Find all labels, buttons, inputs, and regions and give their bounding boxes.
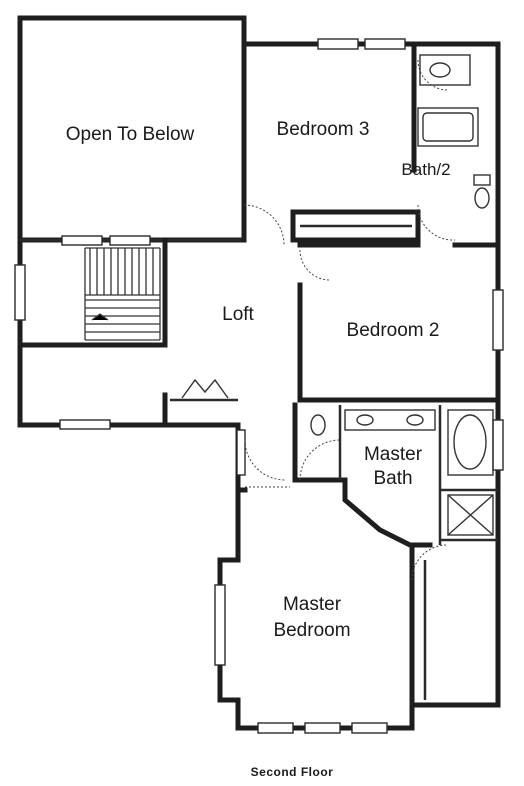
master-bath-label-line2: Bath [373, 468, 412, 489]
fixtures [181, 54, 494, 536]
loft-label: Loft [222, 304, 254, 325]
floor-caption: Second Floor [251, 765, 334, 779]
master-bath-label-line1: Master [364, 444, 423, 465]
staircase [84, 247, 161, 341]
bath-2-label: Bath/2 [401, 160, 450, 179]
door-swings [243, 59, 456, 581]
bedroom-2-label: Bedroom 2 [347, 320, 440, 341]
interior-walls [17, 41, 501, 708]
open-to-below-label: Open To Below [66, 124, 195, 145]
master-bedroom-label-line1: Master [283, 594, 342, 615]
bedroom-3-label: Bedroom 3 [277, 119, 370, 140]
master-bedroom-label-line2: Bedroom [273, 620, 350, 641]
windows [14, 38, 504, 734]
